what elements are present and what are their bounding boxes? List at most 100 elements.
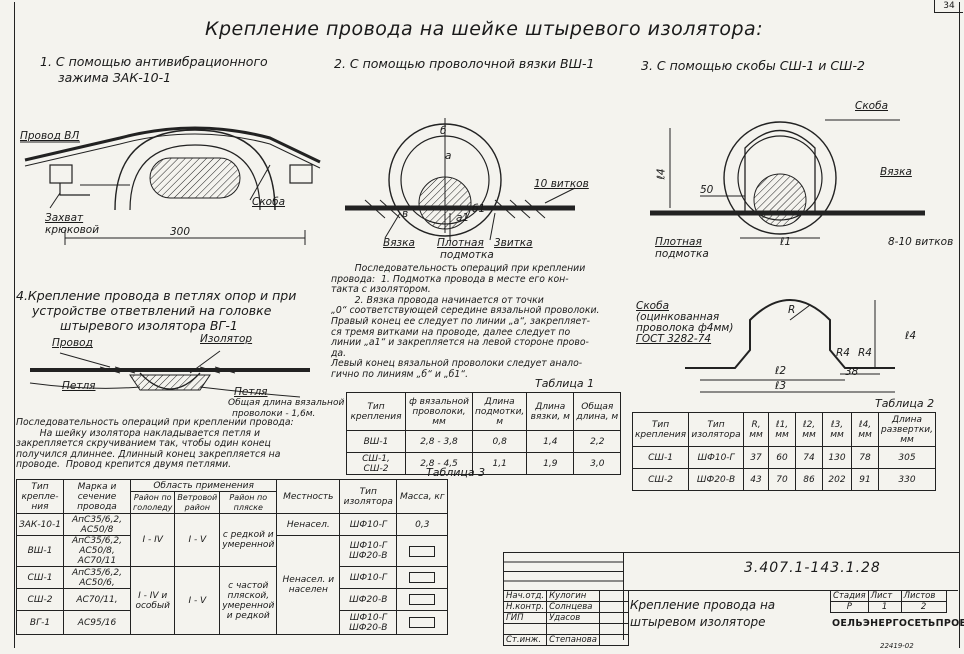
t1-r1c4: 3,0 [573, 452, 622, 475]
sheet-number: 34 [934, 0, 963, 13]
s2-drawing [345, 118, 576, 241]
t1-h4: Общая длина, м [573, 392, 622, 431]
t1-r1c2: 1,1 [471, 452, 528, 475]
s1-hook-label-1: Захват [45, 212, 84, 224]
t3-r1-brand: АпС35/6,2, АС50/8, АС70/11 [63, 535, 131, 567]
stamp-name-1: Солнцева [546, 601, 600, 613]
s3-drawing [650, 119, 925, 239]
stamp-sign-2 [598, 612, 629, 624]
stamp-role-0: Нач.отд. [502, 590, 548, 602]
s3-l4: ℓ4 [655, 168, 668, 180]
s3-tight-2: подмотка [655, 248, 709, 260]
t3-h-mass: Масса, кг [396, 479, 449, 514]
t3-r0-ins: ШФ10-Г [339, 513, 398, 536]
s4-title-3: штыревого изолятора ВГ-1 [60, 318, 238, 333]
s3-detail-dim38: 38 [845, 366, 859, 378]
t2-r1c7: 330 [878, 468, 936, 491]
sheet-border [14, 2, 960, 648]
s1-drawing [20, 126, 321, 245]
s2-point-b1: б1 [472, 203, 486, 215]
t2-r1c6: 91 [851, 468, 880, 491]
t3-r3-type: СШ-2 [16, 588, 64, 611]
stamp-sheets: 2 [900, 601, 947, 613]
t3-dance1: с редкой и умеренной [219, 513, 278, 567]
stamp-sign-4 [598, 634, 629, 646]
t3-h-ice: Район по гололеду [129, 491, 176, 514]
s4-insulator: Изолятор [200, 333, 253, 345]
t2-h0: Тип крепления [631, 412, 690, 447]
s2-tight-2: подмотка [440, 249, 494, 261]
t3-dance2: с частой пляской, умеренной и редкой [219, 566, 278, 635]
stamp-name-4: Степанова [546, 634, 600, 646]
s2-point-a1: а1 [456, 212, 470, 224]
t2-h3: ℓ1, мм [768, 412, 797, 447]
stamp-role-4: Ст.инж. [502, 634, 548, 646]
t1-r0c0: ВШ-1 [346, 430, 406, 453]
t3-h-locality: Местность [276, 479, 341, 514]
t3-r1-ins: ШФ10-Г ШФ20-В [339, 535, 398, 567]
t1-r0c3: 1,4 [526, 430, 575, 453]
s3-l1: ℓ1 [780, 236, 792, 248]
t3-r3-brand: АС70/11, [63, 588, 131, 611]
t2-h1: Тип изолятора [688, 412, 745, 447]
s3-title: 3. С помощью скобы СШ-1 и СШ-2 [641, 58, 865, 73]
t3-r2-ins: ШФ10-Г [339, 566, 398, 589]
stamp-name-0: Кулогин [546, 590, 600, 602]
stamp-sheets-h: Листов [900, 590, 947, 602]
t3-loc1: Ненасел. [276, 513, 341, 536]
s2-point-a: а [445, 150, 452, 162]
t1-r0c4: 2,2 [573, 430, 622, 453]
t2-h7: Длина развертки, мм [878, 412, 936, 447]
t2-r0c1: ШФ10-Г [688, 446, 745, 469]
t3-r4-brand: АС95/16 [63, 610, 131, 635]
s3-detail-l3: ℓ3 [775, 380, 787, 392]
s4-title-1: 4.Крепление провода в петлях опор и при [16, 288, 297, 303]
stamp-code: 3.407.1-143.1.28 [744, 560, 881, 576]
stamp-divider [623, 552, 624, 640]
stamp-sign-1 [598, 601, 629, 613]
t3-r3-mass [396, 588, 449, 611]
s1-title-1: 1. С помощью антивибрационного [40, 54, 268, 69]
stamp-sign-0 [598, 590, 629, 602]
t2-r0c2: 37 [743, 446, 770, 469]
mass-blank-box [409, 572, 436, 583]
t2-r1c0: СШ-2 [631, 468, 690, 491]
t2-r0c4: 74 [795, 446, 824, 469]
s1-title-2: зажима ЗАК-10-1 [58, 70, 172, 85]
t2-r0c5: 130 [822, 446, 853, 469]
t1-h2: Длина подмотки, м [471, 392, 528, 431]
s1-dim: 300 [170, 226, 191, 238]
s3-detail-r: R [788, 304, 796, 316]
s3-tight-1: Плотная [655, 236, 702, 248]
t2-h5: ℓ3, мм [822, 412, 853, 447]
s4-title-2: устройстве ответвлений на головке [32, 303, 272, 318]
stamp-role-2: ГИП [502, 612, 548, 624]
s3-detail-4: ГОСТ 3282-74 [636, 333, 712, 345]
t3-r4-mass [396, 610, 449, 635]
s3-detail-1: Скоба [636, 300, 670, 312]
t2-r1c3: 70 [768, 468, 797, 491]
stamp-name-1-line: Крепление провода на [630, 598, 776, 612]
s2-tight-1: Плотная [437, 237, 484, 249]
s2-title: 2. С помощью проволочной вязки ВШ-1 [334, 56, 595, 71]
s3-dim50: 50 [700, 184, 714, 196]
stamp-hline [623, 590, 958, 591]
t3-wind1: I - V [174, 513, 221, 567]
t2-r0c6: 78 [851, 446, 880, 469]
table3-caption: Таблица 3 [426, 466, 486, 479]
stamp-org: ОЕЛЬЭНЕРГОСЕТЬПРОЕКТ [832, 618, 964, 629]
stamp-bottom: 22419-02 [880, 642, 914, 650]
t2-r1c2: 43 [743, 468, 770, 491]
t3-h-brand: Марка и сечение провода [63, 479, 131, 514]
t2-r1c5: 202 [822, 468, 853, 491]
t3-r0-brand: АпС35/6,2, АС50/8 [63, 513, 131, 536]
s3-detail-l2: ℓ2 [775, 365, 787, 377]
stamp-sheet-h: Лист [867, 590, 902, 602]
t3-wind2: I - V [174, 566, 221, 635]
t3-h-ins: Тип изолятора [339, 479, 398, 514]
s4-loop2: Петля [234, 386, 268, 398]
s4-drawing [29, 350, 310, 398]
t3-r2-mass [396, 566, 449, 589]
